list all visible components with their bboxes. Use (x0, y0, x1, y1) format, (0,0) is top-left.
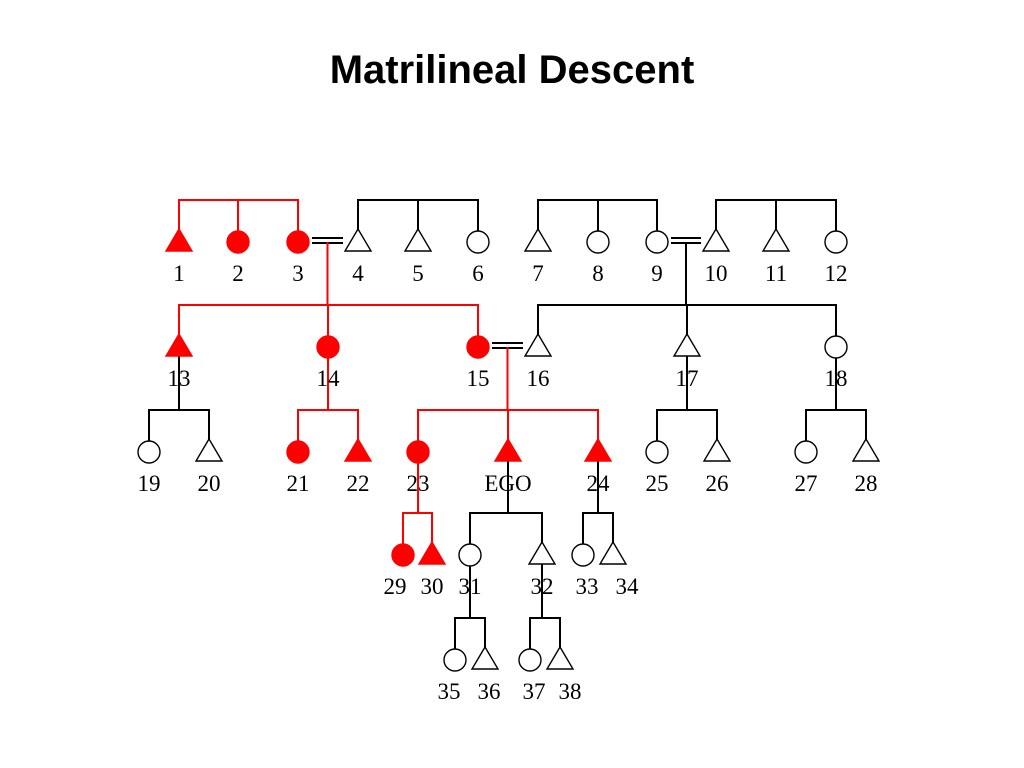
person-label-9: 9 (651, 261, 663, 286)
male-symbol-5 (403, 227, 433, 252)
person-label-33: 33 (576, 574, 599, 599)
male-symbol-36 (470, 645, 500, 670)
person-label-37: 37 (523, 679, 546, 704)
person-label-6: 6 (472, 261, 484, 286)
male-symbol-4 (343, 227, 373, 252)
person-label-7: 7 (532, 261, 544, 286)
female-symbol-9 (645, 230, 669, 254)
female-symbol-37 (518, 648, 542, 672)
person-label-24: 24 (587, 471, 611, 496)
male-symbol-20 (194, 437, 224, 462)
female-symbol-25 (645, 440, 669, 464)
male-symbol-13 (164, 332, 194, 357)
person-label-14: 14 (317, 366, 341, 391)
male-symbol-32 (527, 540, 557, 565)
male-symbol-24 (583, 437, 613, 462)
person-label-13: 13 (168, 366, 191, 391)
person-label-18: 18 (825, 366, 848, 391)
person-label-1: 1 (173, 261, 185, 286)
female-symbol-15 (466, 335, 490, 359)
female-symbol-31 (458, 543, 482, 567)
male-symbol-22 (343, 437, 373, 462)
male-symbol-34 (598, 540, 628, 565)
person-label-29: 29 (384, 574, 407, 599)
female-symbol-12 (824, 230, 848, 254)
female-symbol-29 (391, 543, 415, 567)
person-label-12: 12 (825, 261, 848, 286)
person-label-20: 20 (198, 471, 221, 496)
female-symbol-27 (794, 440, 818, 464)
person-label-21: 21 (287, 471, 310, 496)
female-symbol-21 (286, 440, 310, 464)
female-symbol-35 (443, 648, 467, 672)
person-label-36: 36 (478, 679, 501, 704)
female-symbol-14 (316, 335, 340, 359)
person-label-15: 15 (467, 366, 490, 391)
person-label-2: 2 (232, 261, 244, 286)
person-label-11: 11 (765, 261, 787, 286)
person-label-23: 23 (407, 471, 430, 496)
male-symbol-11 (761, 227, 791, 252)
person-label-28: 28 (855, 471, 878, 496)
person-label-35: 35 (438, 679, 461, 704)
male-symbol-38 (545, 645, 575, 670)
person-label-5: 5 (412, 261, 424, 286)
person-label-17: 17 (676, 366, 699, 391)
female-symbol-3 (286, 230, 310, 254)
person-label-27: 27 (795, 471, 818, 496)
person-label-4: 4 (352, 261, 364, 286)
female-symbol-18 (824, 335, 848, 359)
person-label-26: 26 (706, 471, 729, 496)
person-label-32: 32 (531, 574, 554, 599)
person-label-25: 25 (646, 471, 669, 496)
male-symbol-10 (701, 227, 731, 252)
male-symbol-28 (851, 437, 881, 462)
person-label-34: 34 (616, 574, 640, 599)
male-symbol-30 (417, 540, 447, 565)
page-title: Matrilineal Descent (329, 48, 695, 92)
person-label-38: 38 (559, 679, 582, 704)
female-symbol-19 (137, 440, 161, 464)
person-label-22: 22 (347, 471, 370, 496)
person-label-30: 30 (421, 574, 444, 599)
female-symbol-2 (226, 230, 250, 254)
female-symbol-33 (571, 543, 595, 567)
male-symbol-1 (164, 227, 194, 252)
person-label-3: 3 (292, 261, 304, 286)
male-symbol-17 (672, 332, 702, 357)
person-label-10: 10 (705, 261, 728, 286)
male-symbol-16 (523, 332, 553, 357)
female-symbol-6 (466, 230, 490, 254)
male-symbol-26 (702, 437, 732, 462)
male-symbol-EGO (493, 437, 523, 462)
person-label-8: 8 (592, 261, 604, 286)
person-label-16: 16 (527, 366, 550, 391)
person-label-31: 31 (459, 574, 482, 599)
person-label-19: 19 (138, 471, 161, 496)
person-label-EGO: EGO (484, 471, 531, 496)
female-symbol-8 (586, 230, 610, 254)
male-symbol-7 (523, 227, 553, 252)
female-symbol-23 (406, 440, 430, 464)
